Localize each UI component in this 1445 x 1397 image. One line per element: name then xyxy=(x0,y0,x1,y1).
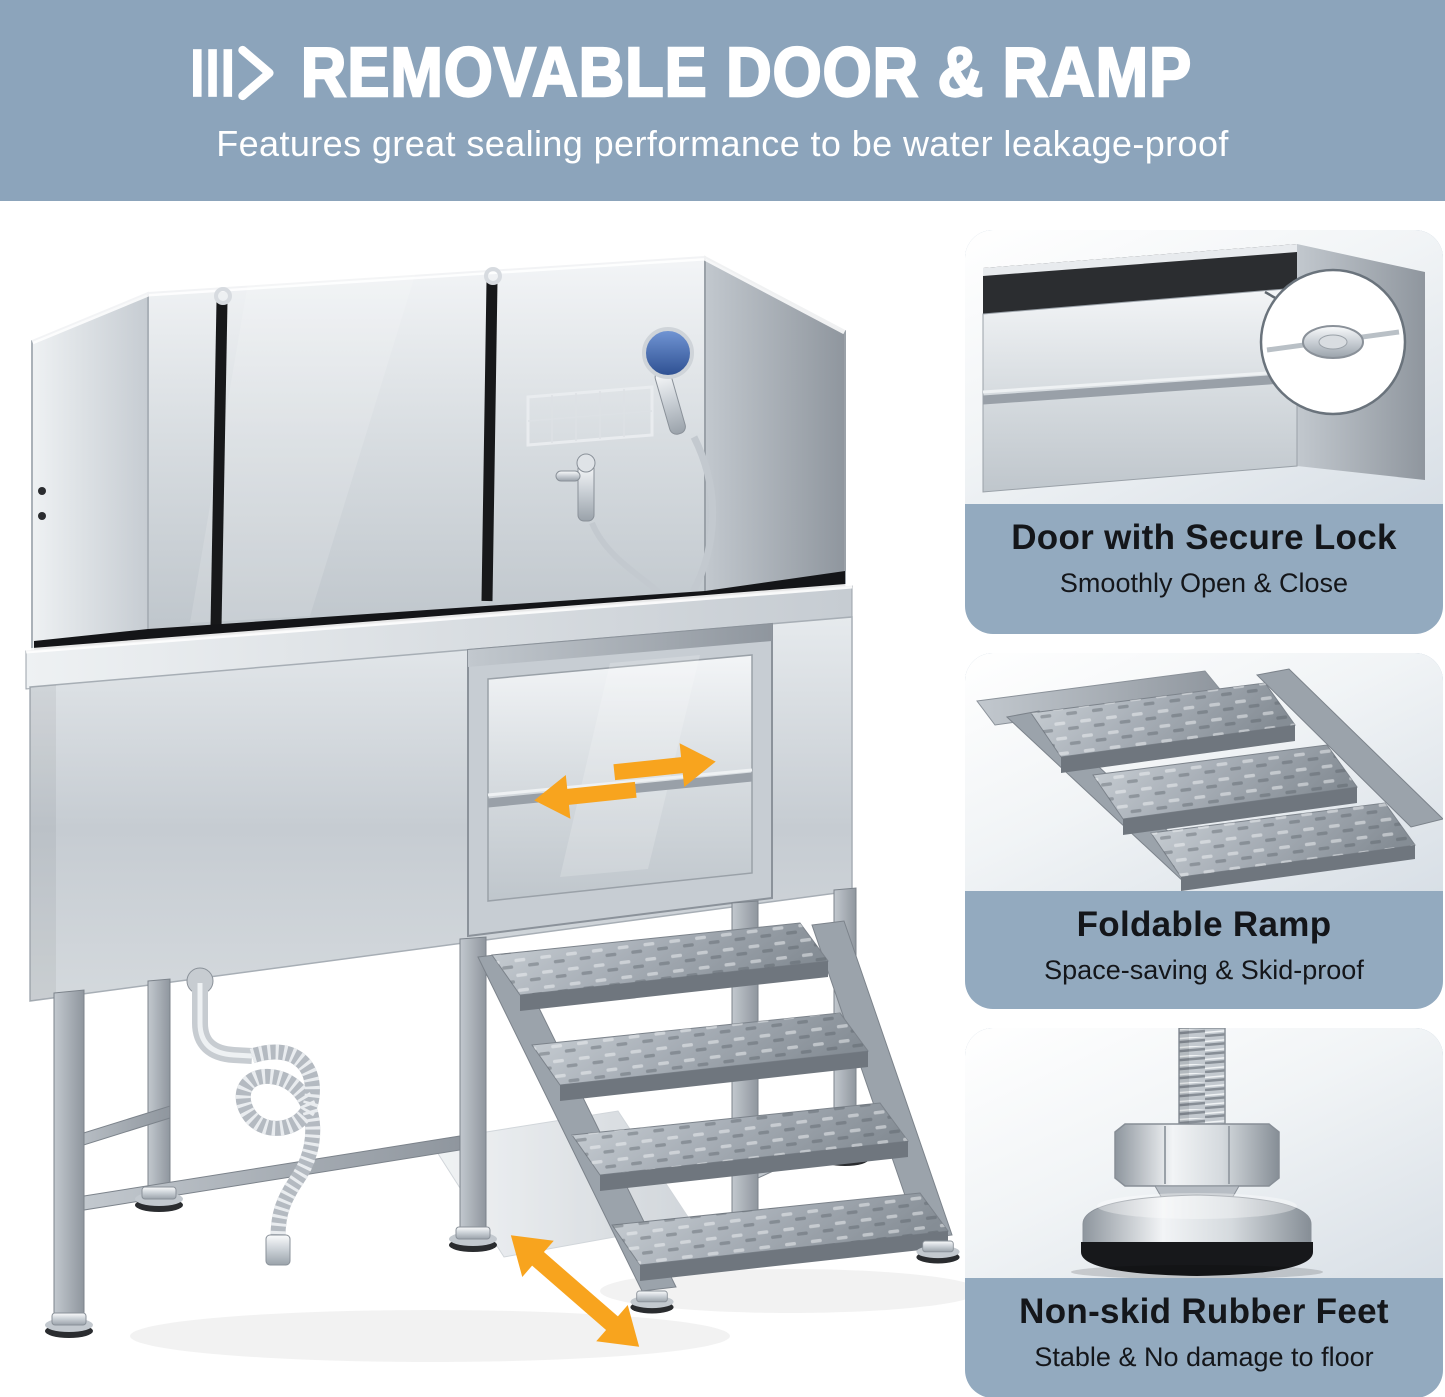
faucet-handle xyxy=(555,470,581,482)
callout-subtitle: Smoothly Open & Close xyxy=(1059,568,1349,598)
door-lock-illustration xyxy=(982,244,1425,493)
page-title: REMOVABLE DOOR & RAMP xyxy=(300,33,1193,112)
stair-foot xyxy=(629,1290,675,1314)
grooming-tub-illustration xyxy=(25,253,965,1362)
stair-tread xyxy=(571,1102,909,1191)
callout-subtitle: Stable & No damage to floor xyxy=(1034,1342,1374,1372)
callout-title: Door with Secure Lock xyxy=(1011,518,1397,557)
shower-head xyxy=(642,327,694,435)
stair-tread xyxy=(491,922,829,1011)
stair-tread xyxy=(1030,682,1296,773)
door-track xyxy=(468,624,772,667)
header-banner: REMOVABLE DOOR & RAMP Features great sea… xyxy=(0,0,1445,201)
strap-hook-icon xyxy=(484,267,502,285)
leveling-foot xyxy=(134,1186,184,1213)
callout-title: Non-skid Rubber Feet xyxy=(1019,1292,1389,1331)
strap-hook-icon xyxy=(214,287,232,305)
rubber-foot-photo xyxy=(965,1028,1443,1278)
drain-hose xyxy=(186,967,321,1266)
stair-ramp xyxy=(477,920,961,1314)
floor-shadows xyxy=(130,1269,965,1362)
page-subtitle: Features great sealing performance to be… xyxy=(216,122,1229,164)
leveling-foot xyxy=(448,1226,498,1253)
grooming-straps xyxy=(210,267,502,628)
stair-tread xyxy=(611,1192,949,1281)
splash-guard xyxy=(30,253,847,681)
sliding-door xyxy=(467,622,773,938)
feature-callouts: Door with Secure Lock Smoothly Open & Cl… xyxy=(965,230,1443,1397)
callout-foldable-ramp: Foldable Ramp Space-saving & Skid-proof xyxy=(965,653,1443,1009)
callout-title: Foldable Ramp xyxy=(1076,905,1332,944)
stair-tread xyxy=(531,1012,869,1101)
foldable-ramp-photo xyxy=(965,653,1443,891)
stair-foot xyxy=(915,1240,961,1264)
lock-magnifier xyxy=(1259,268,1407,416)
leveling-foot xyxy=(44,1312,94,1339)
rubber-foot-illustration xyxy=(1071,1028,1323,1278)
drain-fitting xyxy=(265,1234,291,1266)
shower-face xyxy=(642,327,694,379)
callout-door-lock: Door with Secure Lock Smoothly Open & Cl… xyxy=(965,230,1443,634)
stair-tread xyxy=(1092,744,1358,835)
hex-nut xyxy=(1114,1123,1280,1187)
product-photo xyxy=(0,201,965,1397)
callout-rubber-feet: Non-skid Rubber Feet Stable & No damage … xyxy=(965,1028,1443,1397)
foldable-ramp-illustration xyxy=(976,668,1443,891)
door-slide-arrow-icon xyxy=(534,743,716,819)
stair-tread xyxy=(1150,802,1416,891)
mount-hole xyxy=(38,487,46,495)
mount-hole xyxy=(38,512,46,520)
foot-adjust-arrow-icon xyxy=(510,1235,640,1347)
door-lock-photo xyxy=(965,230,1443,504)
triple-bars-arrow-icon xyxy=(192,45,274,100)
callout-subtitle: Space-saving & Skid-proof xyxy=(1044,955,1364,985)
title-row: REMOVABLE DOOR & RAMP xyxy=(192,33,1192,112)
rubber-pad xyxy=(1081,1242,1313,1276)
shower-hose xyxy=(684,435,717,603)
faucet xyxy=(555,453,596,522)
storage-basket xyxy=(526,385,654,447)
